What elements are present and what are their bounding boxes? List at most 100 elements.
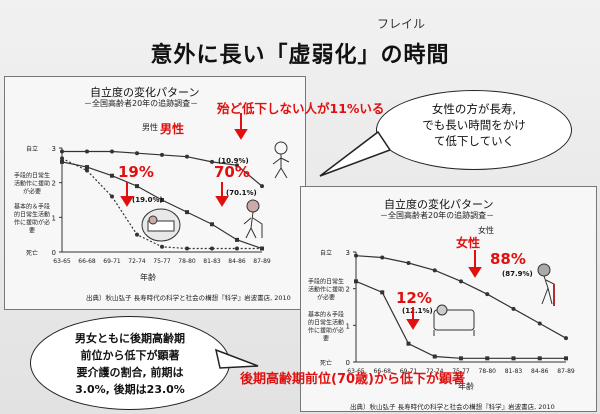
data-point [210,159,214,164]
cane-woman-illustration [537,263,555,306]
x-tick-label: 78-80 [178,258,196,265]
data-point [537,321,542,326]
female-series-label-87: (87.9%) [502,270,533,278]
x-tick-label: 63-65 [347,368,365,375]
data-point [160,152,164,157]
x-tick-label: 87-89 [253,258,271,265]
data-point [110,194,114,199]
x-tick-label: 66-68 [78,258,96,265]
female-chart-title: 自立度の変化パターン [384,198,494,211]
data-point [85,149,89,154]
data-point [135,184,139,189]
x-tick-label: 81-83 [505,368,523,375]
x-tick-label: 63-65 [53,258,71,265]
y-tick-number: 0 [346,359,350,367]
y-tick-number: 2 [346,286,350,294]
y-tick-number: 3 [52,145,56,153]
data-point [160,244,164,249]
y-tick-label: 活動作に援助 [308,286,344,294]
title-furigana: フレイル [377,17,426,31]
data-point [235,237,239,242]
data-point [185,246,189,251]
y-tick-label: 作に援助が必 [14,218,50,226]
x-tick-label: 72-74 [128,258,146,265]
y-tick-number: 2 [52,180,56,188]
female-source: 出典）秋山弘子 長寿時代の科学と社会の構想『科学』岩波書店, 2010 [350,403,555,411]
y-tick-label: 的日常生活動 [14,210,50,218]
y-tick-label: が必要 [317,294,335,302]
female-chart-subtitle: －全国高齢者20年の追跡調査－ [380,211,495,220]
female-pct-88: 88% [490,250,526,268]
female-chart-panel [300,186,597,412]
y-tick-label: 要 [29,227,35,234]
x-tick-label: 69-71 [103,258,121,265]
y-tick-number: 1 [346,322,350,330]
page-title: 意外に長い「虚弱化」の時間 [150,43,450,68]
data-point [485,356,490,361]
male-series-label-10: (10.9%) [218,157,249,165]
female-pct-12: 12% [396,289,432,307]
data-point [459,356,463,361]
y-tick-label: 自立 [320,249,332,257]
data-point [110,173,114,178]
y-tick-number: 1 [52,214,56,222]
x-tick-label: 75-77 [452,368,470,375]
male-chart-title: 自立度の変化パターン [90,86,200,99]
bedridden-illustration [141,208,181,242]
y-tick-label: が必要 [23,188,41,196]
data-point [85,165,89,170]
x-tick-label: 81-83 [203,258,221,265]
data-point [511,356,516,361]
x-tick-label: 84-86 [531,368,549,375]
data-point [485,292,490,297]
data-point [110,149,114,154]
both-bubble-line-3: 要介護の割合, 前期は [76,366,184,379]
female-xlabel: 年齢 [458,382,474,391]
y-tick-label: 要 [323,335,329,342]
data-point [210,222,214,227]
y-tick-label: 手段的日常生 [308,278,344,286]
data-point [85,168,89,173]
annotation-bottom: 後期高齢期前位(70歳)から低下が顕著 [240,372,465,387]
data-point [185,210,189,215]
both-bubble-line-2: 前位から低下が顕著 [80,349,180,362]
cane-man-illustration [243,199,263,239]
data-point [260,184,264,189]
data-point [406,261,411,265]
female-bubble-line-1: 女性の方が長寿, [431,102,517,116]
y-tick-label: 自立 [26,145,38,153]
data-point [459,279,463,284]
x-tick-label: 69-71 [400,368,418,375]
data-point [60,149,64,154]
data-point [511,306,516,311]
x-tick-label: 87-89 [557,368,575,375]
female-bubble-tail [319,130,392,177]
male-chart-subtitle: －全国高齢者20年の追跡調査－ [84,99,199,108]
female-legend-red: 女性 [456,236,481,250]
data-point [235,246,239,251]
data-point [432,354,437,359]
data-point [354,279,358,284]
female-bubble-line-3: て低下していく [433,134,515,148]
data-point [564,356,568,361]
bed-woman-illustration [433,304,475,336]
data-point [60,156,64,161]
y-tick-label: 基本的＆手段 [308,310,344,318]
data-point [354,253,358,258]
female-series-label-12: (12.1%) [402,307,433,315]
data-point [135,232,139,237]
y-tick-label: 基本的＆手段 [14,202,50,210]
data-point [432,268,437,273]
y-tick-label: 死亡 [26,249,38,257]
elderly-man-illustration [272,141,290,179]
data-point [210,246,214,251]
y-tick-number: 0 [52,249,56,257]
male-pct-70: 70% [214,163,250,181]
x-tick-label: 75-77 [153,258,171,265]
y-tick-label: 作に援助が必 [308,326,344,334]
data-point [135,151,139,156]
y-tick-label: 的日常生活動 [308,318,344,326]
x-tick-label: 66-68 [374,368,392,375]
